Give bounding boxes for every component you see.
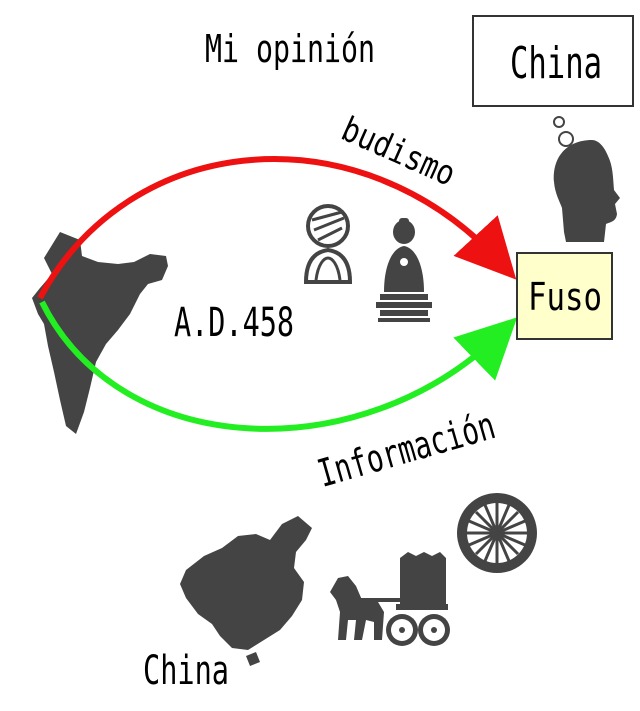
buddha-statue-icon [376, 218, 432, 322]
budismo-arrow [37, 156, 517, 300]
india-map-icon [32, 232, 168, 434]
diagram-title: Mi opinión [205, 27, 375, 71]
china-map-icon [180, 516, 312, 666]
date-label: A.D.458 [174, 300, 294, 346]
china-box-label: China [510, 38, 602, 89]
wheel-icon [457, 493, 537, 573]
china-bottom-label: China [143, 648, 229, 694]
thought-bubbles-icon [553, 116, 574, 147]
budismo-label: budismo [336, 109, 462, 194]
monk-icon [303, 204, 353, 284]
china-box: China [472, 15, 634, 107]
fuso-box: Fuso [516, 252, 613, 340]
horse-cart-icon [330, 552, 450, 646]
thinking-head-icon [553, 140, 620, 242]
informacion-label: Información [313, 403, 500, 495]
informacion-arrow [39, 300, 518, 432]
fuso-label: Fuso [528, 275, 602, 319]
